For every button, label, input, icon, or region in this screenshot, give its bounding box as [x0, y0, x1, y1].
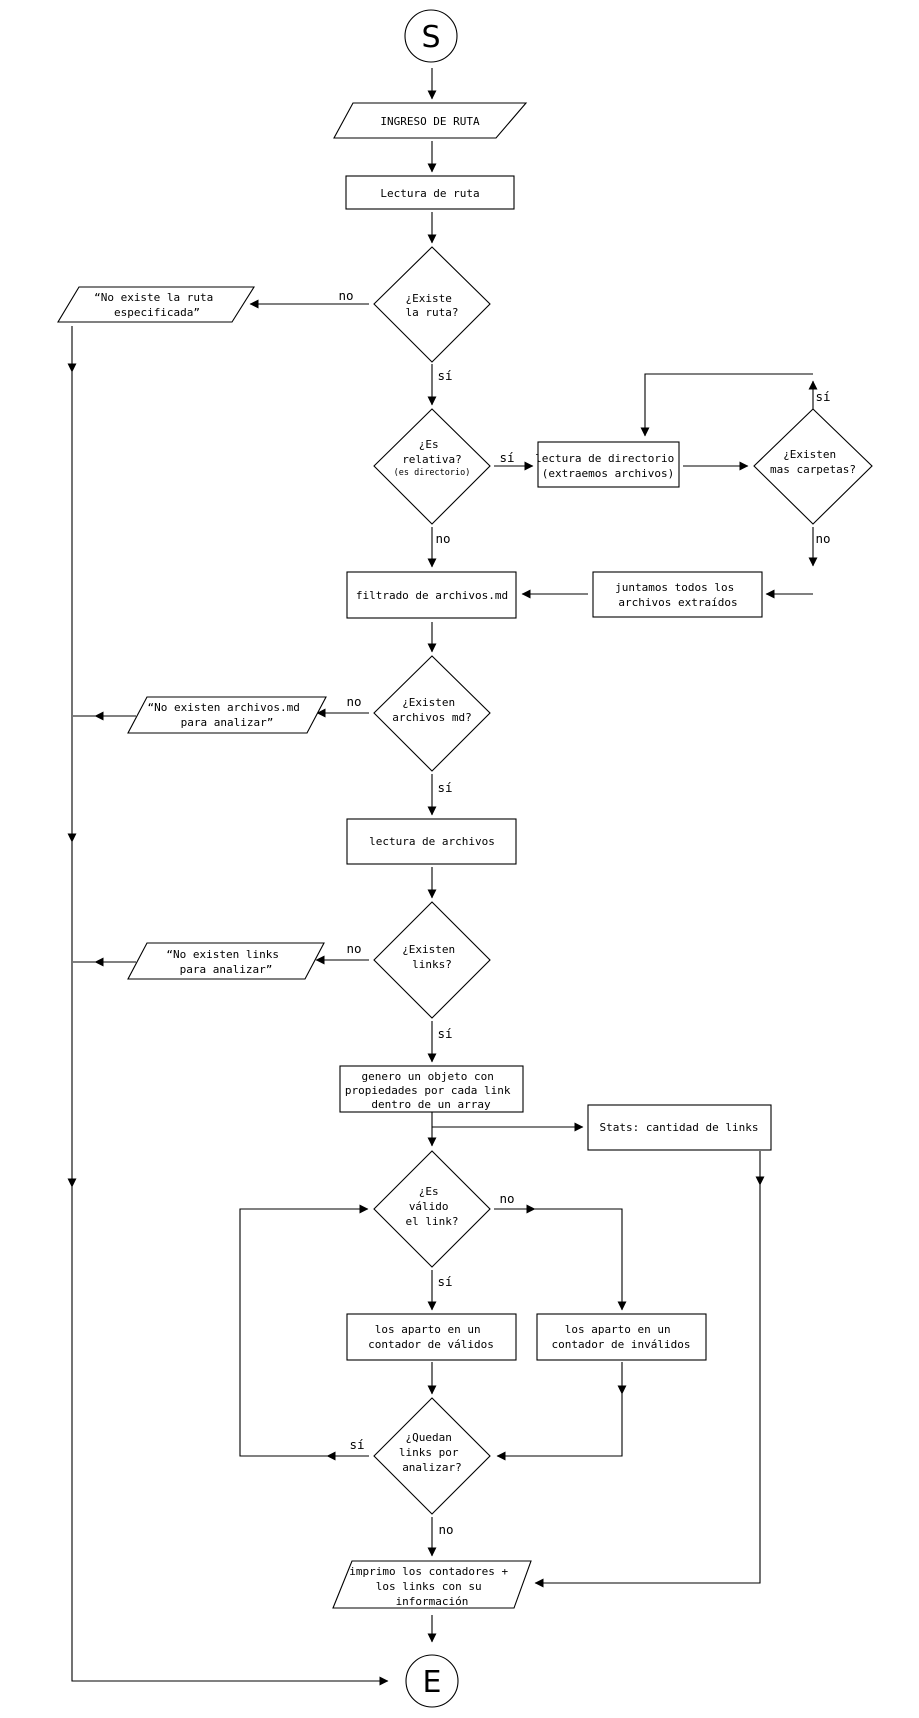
build-objects-label: genero un objeto con propiedades por cad…: [345, 1070, 517, 1111]
node-count-valid: los aparto en un contador de válidos: [346, 1313, 517, 1361]
edge-label-valid-no: no: [499, 1191, 514, 1206]
edge-label-more-no: no: [438, 1522, 453, 1537]
read-files-label: lectura de archivos: [369, 835, 495, 848]
edge-label-folders-no: no: [815, 531, 830, 546]
edge-label-folders-yes: sí: [815, 389, 830, 404]
q-md-exist-label: ¿Existen archivos md?: [392, 696, 471, 724]
edge-label-relative-no: no: [435, 531, 450, 546]
edge-label-path-yes: sí: [437, 368, 452, 383]
edge-label-links-no: no: [346, 941, 361, 956]
edge-labels: no sí sí no sí no no sí no sí no sí sí n…: [338, 288, 830, 1537]
node-input-path: INGRESO DE RUTA: [333, 102, 528, 139]
filter-md-label: filtrado de archivos.md: [356, 589, 508, 602]
node-read-path: Lectura de ruta: [345, 175, 515, 210]
count-valid-label: los aparto en un contador de válidos: [368, 1323, 494, 1351]
node-count-invalid: los aparto en un contador de inválidos: [536, 1313, 707, 1361]
node-read-directory: lectura de directorio (extraemos archivo…: [535, 441, 681, 488]
node-stats-count: Stats: cantidad de links: [587, 1104, 772, 1151]
q-links-exist-label: ¿Existen links?: [402, 943, 462, 971]
q-relative-label: ¿Es relativa?: [402, 438, 462, 466]
node-msg-no-path: “No existe la ruta especificada”: [57, 286, 255, 323]
node-filter-md: filtrado de archivos.md: [346, 571, 517, 619]
q-path-exists-label: ¿Existe la ruta?: [406, 292, 459, 319]
join-files-label: juntamos todos los archivos extraídos: [615, 581, 741, 609]
node-q-links-exist: ¿Existen links?: [373, 901, 491, 1019]
node-print-results: imprimo los contadores + los links con s…: [332, 1560, 532, 1609]
stats-count-label: Stats: cantidad de links: [600, 1121, 759, 1134]
edge-label-md-yes: sí: [437, 780, 452, 795]
node-q-relative: ¿Es relativa? (es directorio): [373, 408, 491, 525]
q-more-folders-label: ¿Existen mas carpetas?: [770, 448, 856, 476]
edge-label-more-yes: sí: [349, 1437, 364, 1452]
msg-no-links-label: “No existen links para analizar”: [166, 948, 285, 976]
node-q-md-exist: ¿Existen archivos md?: [373, 655, 491, 772]
q-relative-note: (es directorio): [394, 468, 471, 478]
node-end: E: [405, 1654, 459, 1708]
read-path-label: Lectura de ruta: [380, 187, 479, 200]
msg-no-path-label: “No existe la ruta especificada”: [94, 291, 220, 319]
msg-no-md-label: “No existen archivos.md para analizar”: [148, 701, 307, 729]
end-label: E: [423, 1665, 442, 1700]
edge-label-links-yes: sí: [437, 1026, 452, 1041]
node-q-path-exists: ¿Existe la ruta?: [373, 246, 491, 363]
count-invalid-label: los aparto en un contador de inválidos: [551, 1323, 690, 1351]
start-label: S: [421, 20, 440, 55]
node-q-more-folders: ¿Existen mas carpetas?: [753, 408, 873, 525]
node-msg-no-links: “No existen links para analizar”: [127, 942, 325, 980]
q-link-valid-label: ¿Es válido el link?: [406, 1185, 459, 1228]
node-q-link-valid: ¿Es válido el link?: [373, 1150, 491, 1268]
input-path-label: INGRESO DE RUTA: [380, 115, 480, 128]
read-directory-label: lectura de directorio (extraemos archivo…: [535, 452, 681, 480]
connectors: [67, 68, 818, 1686]
edge-label-relative-yes: sí: [499, 450, 514, 465]
node-q-more-links: ¿Quedan links por analizar?: [373, 1397, 491, 1515]
node-start: S: [404, 9, 458, 63]
node-join-files: juntamos todos los archivos extraídos: [592, 571, 763, 618]
edge-label-md-no: no: [346, 694, 361, 709]
node-read-files: lectura de archivos: [346, 818, 517, 865]
edge-label-path-no: no: [338, 288, 353, 303]
node-msg-no-md: “No existen archivos.md para analizar”: [127, 696, 327, 734]
q-more-links-label: ¿Quedan links por analizar?: [399, 1431, 465, 1474]
node-build-objects: genero un objeto con propiedades por cad…: [339, 1065, 524, 1113]
print-results-label: imprimo los contadores + los links con s…: [349, 1565, 515, 1608]
edge-label-valid-yes: sí: [437, 1274, 452, 1289]
